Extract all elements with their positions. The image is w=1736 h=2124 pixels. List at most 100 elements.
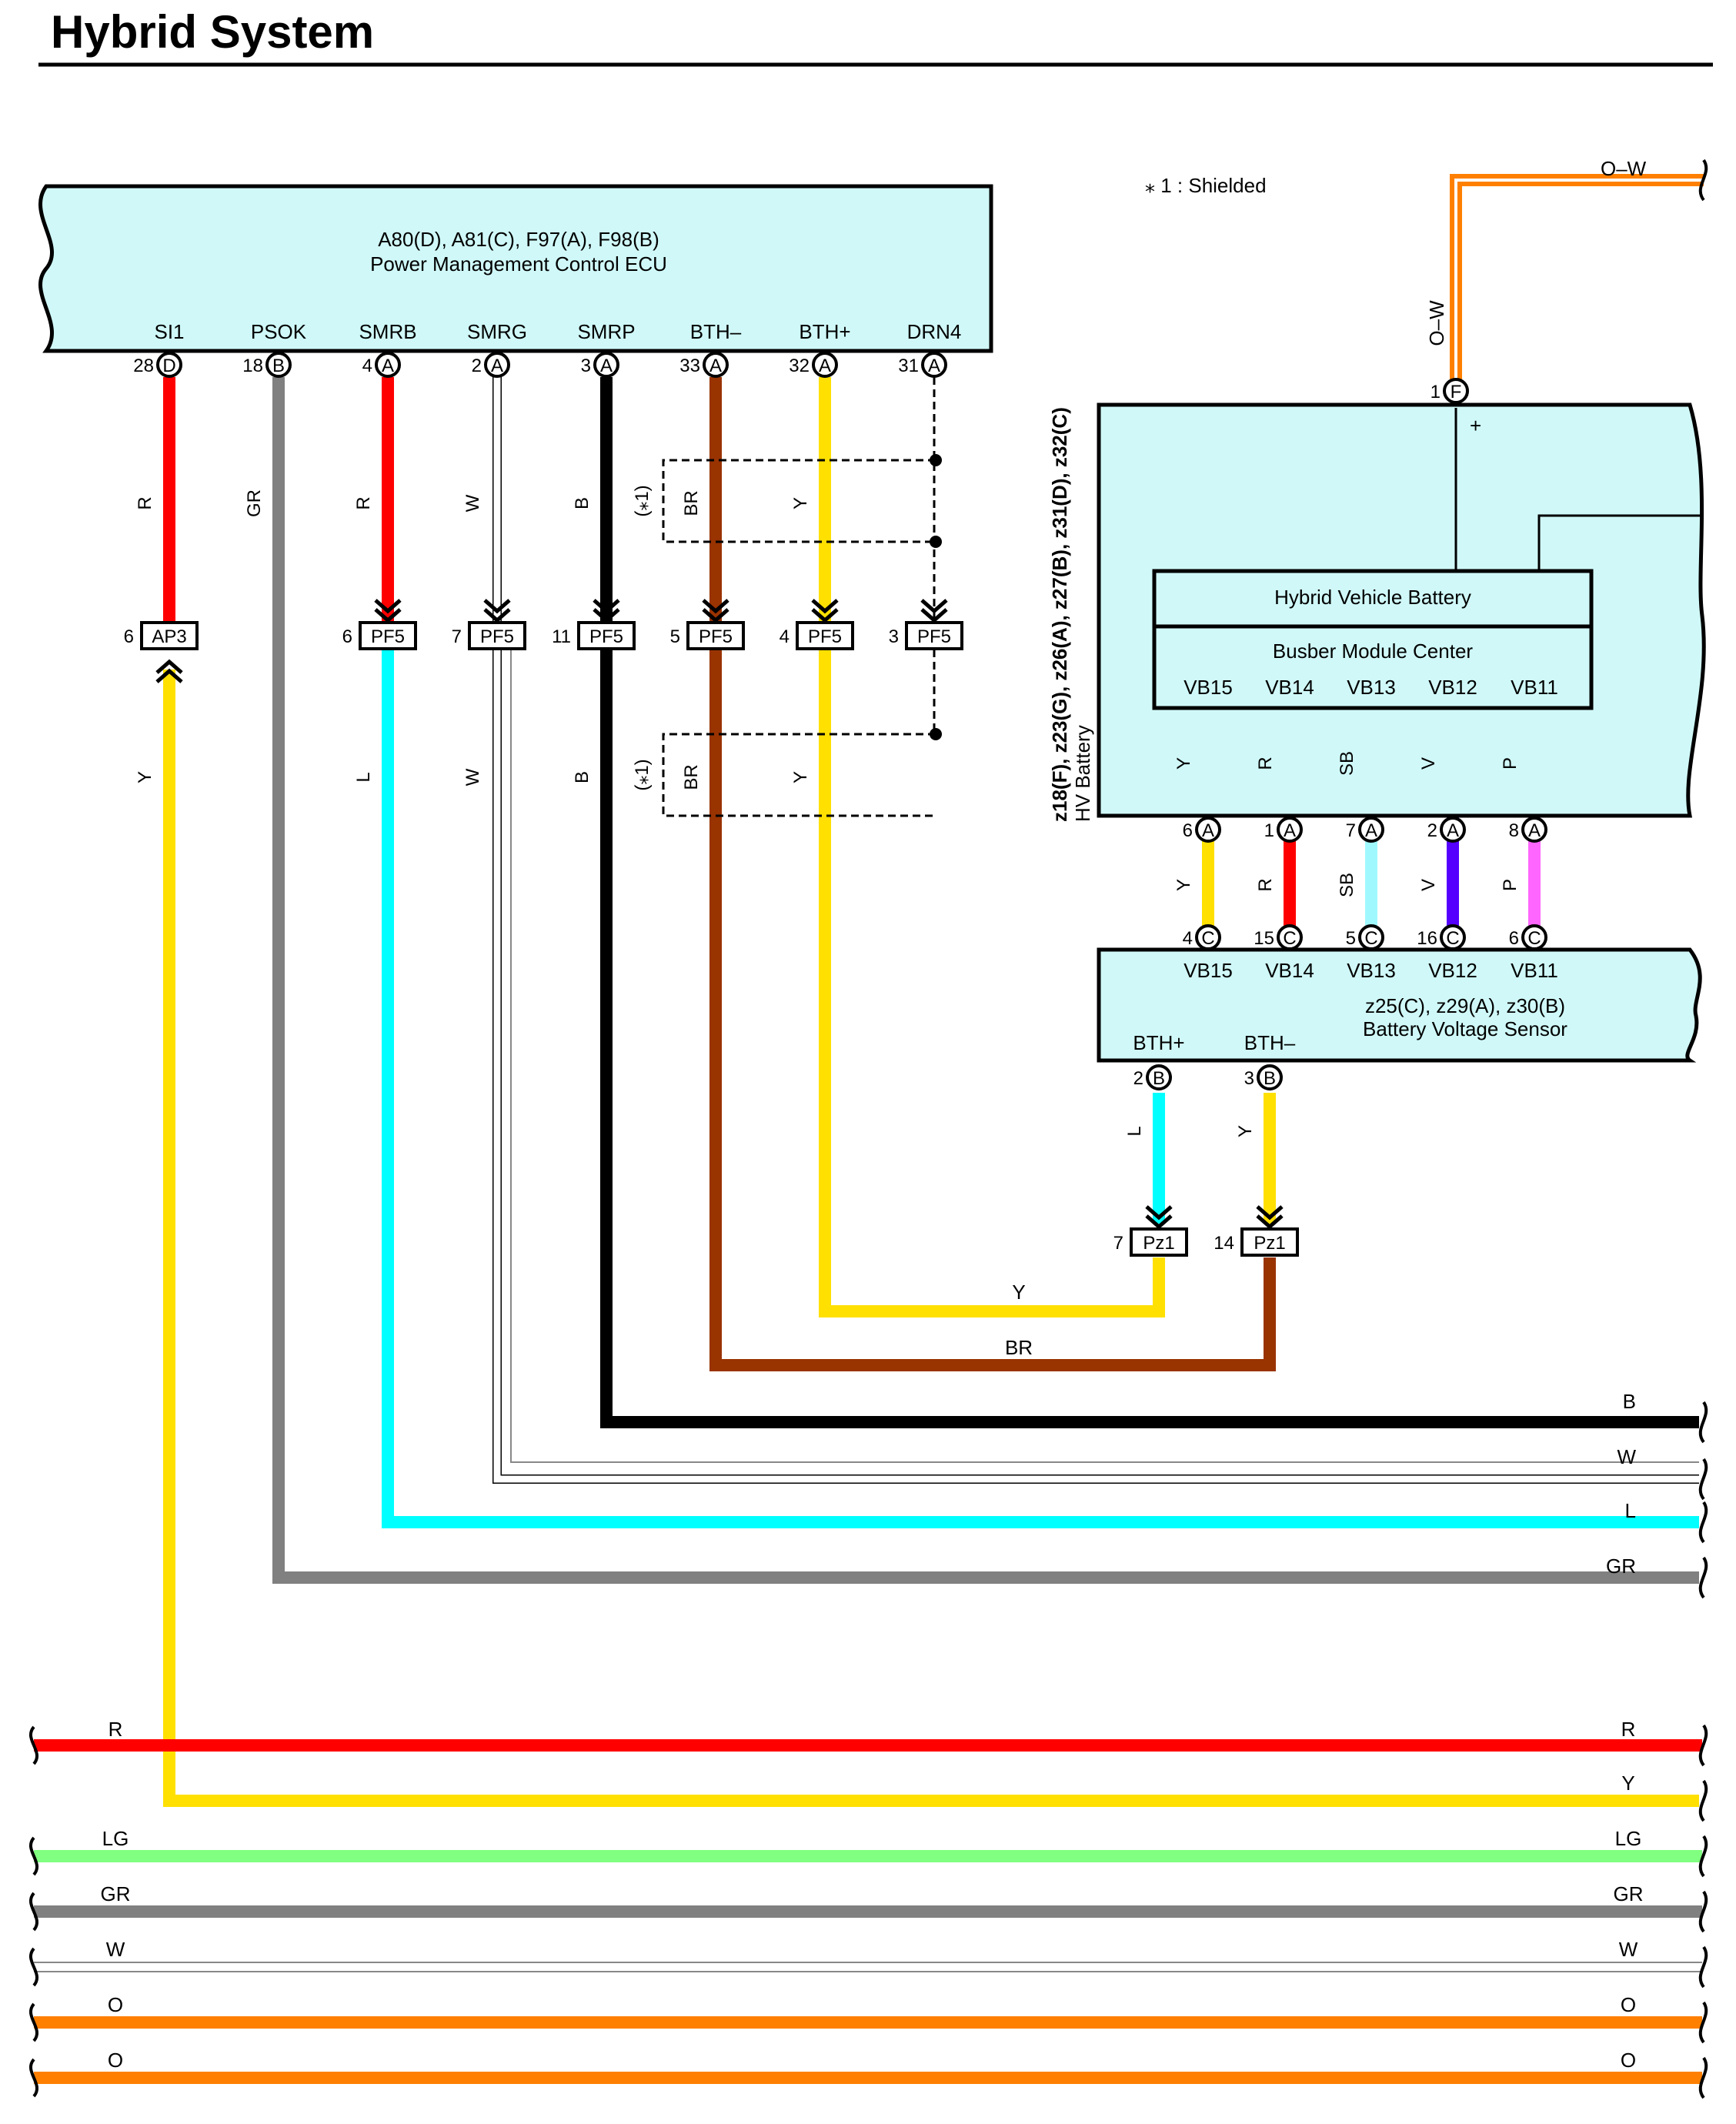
ecu-pin-7-conn: A <box>928 356 940 376</box>
pz1-1-chev1 <box>1256 1205 1284 1221</box>
vs-top-pin-1-conn: C <box>1283 928 1296 949</box>
bus-right-label-6: O <box>1621 2049 1636 2072</box>
shield-label-lower: (⁎1) <box>632 759 653 790</box>
break-right-10 <box>1698 2001 1708 2044</box>
wire-label-lower-0: Y <box>135 771 155 783</box>
hv-bottom-pin-3-num: 2 <box>1427 820 1437 841</box>
bus-right-label-3: GR <box>1614 1882 1644 1905</box>
ecu-pin-1-conn: B <box>272 356 285 376</box>
junction-0-box <box>140 621 199 650</box>
vs-top-pin-3-num: 16 <box>1417 928 1437 949</box>
cell-wire-label-a-3: V <box>1418 757 1439 770</box>
bus-right-label-1: Y <box>1621 1772 1634 1795</box>
junction-ap3-chev0 <box>155 659 183 674</box>
vs-wire-label-0: L <box>1124 1126 1145 1136</box>
hv-battery-connectors: z18(F), z23(G), z26(A), z27(B), z31(D), … <box>1048 407 1071 822</box>
shield-label-upper: (⁎1) <box>632 485 653 516</box>
bus-left-label-3: GR <box>101 1882 131 1905</box>
junction-6-num: 3 <box>889 626 899 647</box>
ecu-pins: SI1D28PSOKB18SMRBA4SMRGA2SMRPA3BTH–A33BT… <box>133 320 961 378</box>
wire-label-upper-6: Y <box>790 497 811 509</box>
wire-smrb-l <box>382 650 1699 1528</box>
wire-smrp-b <box>600 650 1699 1428</box>
junction-2-box <box>468 621 526 650</box>
ecu-pin-label-1: PSOK <box>251 320 307 343</box>
vs-bottom-pin-0-num: 2 <box>1133 1068 1143 1089</box>
hv-bottom-pin-1-circle <box>1277 817 1303 843</box>
ecu-connectors: A80(D), A81(C), F97(A), F98(B) <box>378 228 659 251</box>
junction-5-num: 4 <box>780 626 790 647</box>
pz1-1-chev0 <box>1256 1214 1284 1230</box>
pz1-0-box <box>1130 1227 1188 1257</box>
vs-bottom-pin-0-conn: B <box>1153 1068 1165 1089</box>
bus-right-label-2: LG <box>1615 1827 1642 1850</box>
wire-label-lower-3: B <box>572 771 593 783</box>
bus-break-left-2 <box>28 1836 39 1876</box>
junction-2-num: 7 <box>452 626 462 647</box>
ecu-pin-0-circle <box>156 352 182 378</box>
ecu-pin-label-3: SMRG <box>467 320 527 343</box>
cell-wire-label-a-4: P <box>1500 757 1521 770</box>
vs-top-pin-1-circle <box>1277 924 1303 950</box>
break-right-0 <box>1698 159 1708 202</box>
break-right-5 <box>1698 1724 1708 1767</box>
ecu-pin-4-conn: A <box>600 356 613 376</box>
junction-1-chev0 <box>374 608 402 623</box>
page-title: Hybrid System <box>51 6 374 58</box>
hv-bottom-pin-0-circle <box>1195 817 1221 843</box>
ecu-pin-0-num: 28 <box>133 356 154 376</box>
busbar-cell-0: VB15 <box>1183 676 1233 699</box>
ecu-pin-label-6: BTH+ <box>799 320 850 343</box>
ecu-pin-label-0: SI1 <box>154 320 184 343</box>
junction-6-chev1 <box>920 599 948 614</box>
pz1-1-label: Pz1 <box>1254 1233 1285 1254</box>
bus-break-left-4 <box>28 1947 39 1987</box>
bus-left-label-0: R <box>108 1718 123 1741</box>
ow-exit-label: O–W <box>1601 157 1647 180</box>
vs-bottom-pin-1-conn: B <box>1264 1068 1276 1089</box>
wires <box>28 159 1708 2099</box>
wire-psok-gr <box>272 377 1699 1584</box>
hv-bottom-pin-4-circle <box>1521 817 1547 843</box>
pz1-0-chev0 <box>1145 1214 1173 1230</box>
break-right-11 <box>1698 2056 1708 2099</box>
shield-upper <box>662 454 942 548</box>
ecu-pin-3-conn: A <box>491 356 503 376</box>
junction-5-chev1 <box>811 599 839 614</box>
bus-left-label-2: LG <box>102 1827 129 1850</box>
junction-3-num: 11 <box>552 626 571 647</box>
junction-4-box <box>686 621 745 650</box>
pz1-1-box <box>1240 1227 1299 1257</box>
hv-bottom-pin-2-num: 7 <box>1346 820 1356 841</box>
ecu-pin-2-conn: A <box>382 356 394 376</box>
bus-break-left-3 <box>28 1892 39 1932</box>
hv-top-pin-conn: F <box>1451 382 1462 402</box>
hv-bottom-pin-2-circle <box>1358 817 1384 843</box>
junction-4-chev1 <box>702 599 729 614</box>
wire-label-lower-2: W <box>462 768 483 786</box>
hv-top-pin-circle <box>1443 378 1469 404</box>
ecu-pin-3-circle <box>484 352 510 378</box>
bus-label-br: BR <box>1005 1336 1033 1359</box>
hv-bottom-pin-3-circle <box>1440 817 1466 843</box>
right-exit-label-0: B <box>1623 1390 1636 1413</box>
power-management-ecu: A80(D), A81(C), F97(A), F98(B) Power Man… <box>38 184 993 353</box>
junction-3-chev1 <box>593 599 620 614</box>
break-right-9 <box>1698 1945 1708 1989</box>
break-right-3 <box>1698 1501 1708 1544</box>
vs-top-pin-2-circle <box>1358 924 1384 950</box>
bus-break-left-6 <box>28 2058 39 2098</box>
junction-2-chev0 <box>483 608 511 623</box>
cell-wire-label-b-4: P <box>1500 879 1521 891</box>
voltage-sensor-connectors: z25(C), z29(A), z30(B) <box>1365 994 1565 1017</box>
junction-2-chev1 <box>483 599 511 614</box>
wire-label-lower-5: Y <box>790 771 811 783</box>
cell-wire-label-b-0: Y <box>1173 879 1194 891</box>
break-right-2 <box>1698 1458 1708 1501</box>
vs-top-pin-0-conn: C <box>1201 928 1214 949</box>
junction-1-num: 6 <box>342 626 352 647</box>
ecu-pin-2-circle <box>375 352 401 378</box>
hv-battery-top-wire-label: O–W <box>1425 300 1448 346</box>
junction-4-num: 5 <box>670 626 680 647</box>
